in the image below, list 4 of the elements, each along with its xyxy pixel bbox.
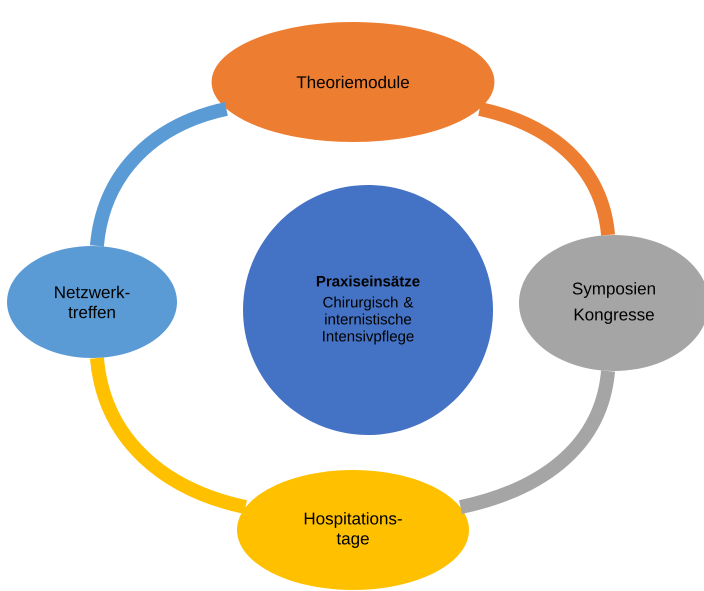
ring-arc <box>478 102 615 236</box>
ring-arc <box>90 357 248 514</box>
ring-arc <box>458 370 615 514</box>
ring-arc <box>90 102 228 247</box>
